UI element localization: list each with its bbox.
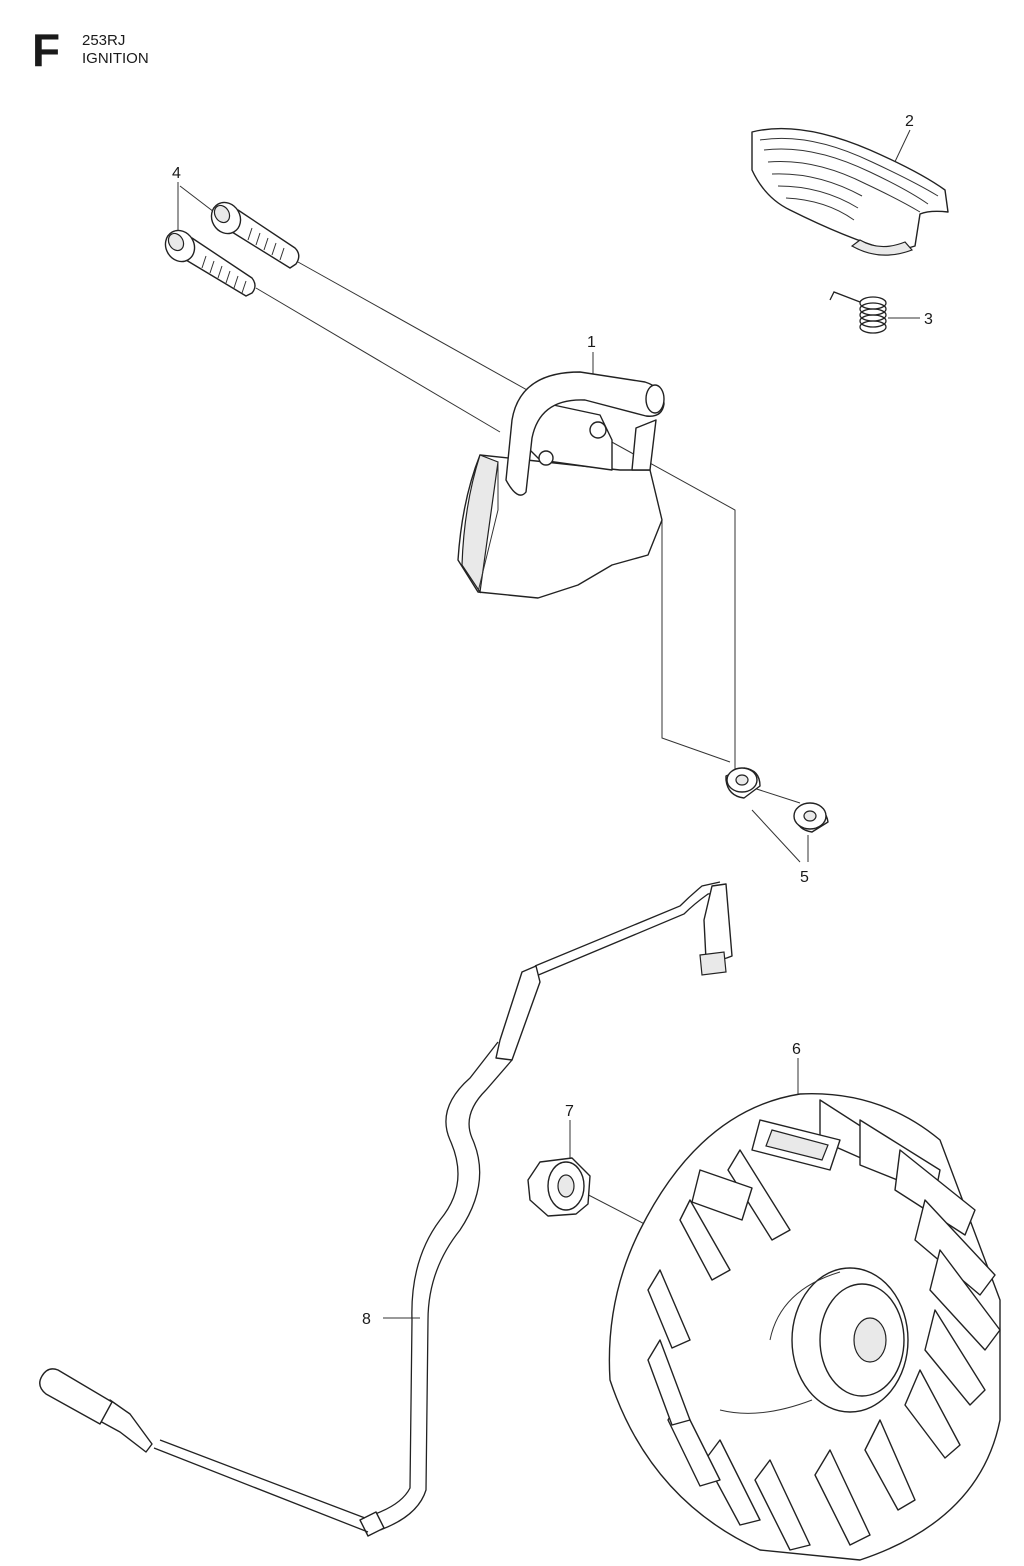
leader-lines	[177, 129, 920, 1319]
flywheel-nut	[527, 1157, 591, 1217]
spacer-left	[725, 767, 761, 799]
section-letter: F	[32, 24, 61, 76]
ignition-module	[457, 371, 665, 599]
callout-5: 5	[800, 869, 809, 886]
callout-4: 4	[172, 165, 181, 182]
callout-1: 1	[587, 334, 596, 351]
spacer-pair	[725, 767, 829, 833]
callout-6: 6	[792, 1041, 801, 1058]
stop-switch-cover	[751, 127, 949, 256]
callout-3: 3	[924, 311, 933, 328]
callout-2: 2	[905, 113, 914, 130]
flywheel	[608, 1093, 1001, 1561]
diagram-title: IGNITION	[82, 50, 149, 67]
screw-pair	[164, 201, 300, 297]
spacer-right	[793, 802, 829, 833]
model-number: 253RJ	[82, 32, 126, 49]
short-circuit-cable	[39, 881, 733, 1537]
callout-labels: 1 2 3 4 5 6 7 8	[172, 113, 933, 1328]
screw-upper	[210, 201, 300, 269]
torsion-spring	[829, 291, 887, 334]
callout-8: 8	[362, 1311, 371, 1328]
callout-7: 7	[565, 1103, 574, 1120]
screw-lower	[164, 229, 256, 297]
